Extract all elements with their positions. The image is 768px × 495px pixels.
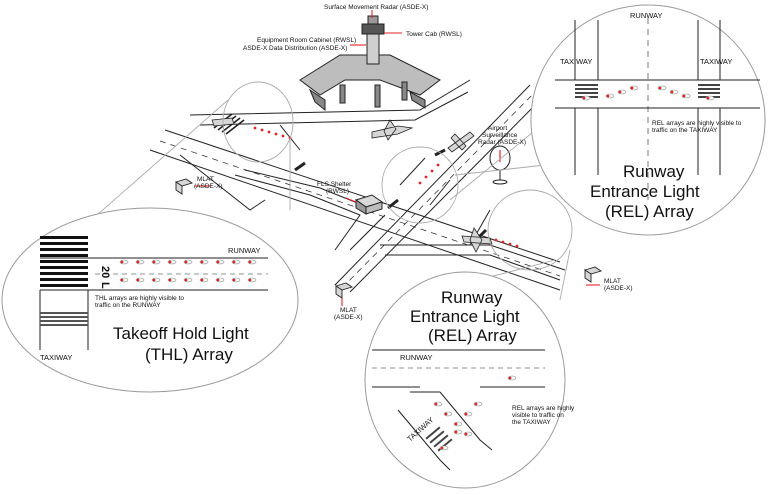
mlat-west-label-line-1: MLAT bbox=[197, 176, 214, 183]
cross-runway-edge-right bbox=[349, 91, 549, 293]
control-tower bbox=[366, 29, 380, 65]
rel-bottom-note-line-3: the TAXIWAY bbox=[512, 419, 551, 426]
thl-taxiway-label: TAXIWAY bbox=[40, 353, 72, 362]
aircraft-taxiing bbox=[371, 119, 414, 141]
magnifier-line-5 bbox=[454, 164, 546, 176]
main-runway-edge-bottom bbox=[149, 149, 561, 291]
taxiway-north bbox=[189, 79, 471, 116]
thl-note-line-1: THL arrays are highly visible to bbox=[95, 295, 184, 302]
thl-light-array bbox=[119, 259, 257, 283]
tower-cab-label: Tower Cab (RWSL) bbox=[406, 31, 462, 38]
taxiway-north-inner bbox=[199, 91, 469, 126]
rel-bottom-title-line-1: Runway bbox=[441, 288, 503, 307]
rel-bottom-title-line-2: Entrance Light bbox=[410, 307, 520, 326]
thl-title-line-1: Takeoff Hold Light bbox=[113, 324, 249, 343]
tower-cab bbox=[361, 23, 385, 35]
focus-circle-thl bbox=[222, 81, 294, 163]
rel-top-taxiway-left: TAXIWAY bbox=[560, 57, 592, 66]
magnifier-line-4 bbox=[559, 249, 571, 301]
asr-label-line-1: Airport bbox=[488, 125, 507, 132]
rel-top-title-line-1: Runway bbox=[623, 162, 685, 181]
hold-bar-1 bbox=[294, 161, 306, 172]
thl-callout: RUNWAY 20 L THL arrays are highly visibl… bbox=[1, 207, 299, 393]
mlat-stations bbox=[174, 178, 603, 306]
asr-label-line-3: Radar (ASDE-X) bbox=[478, 139, 526, 146]
scene-labels: Surface Movement Radar (ASDE-X) Equipmen… bbox=[194, 4, 633, 321]
focus-circle-rel-center bbox=[381, 146, 459, 224]
asde-radar-label: Surface Movement Radar (ASDE-X) bbox=[324, 4, 428, 11]
cross-runway-centerline bbox=[341, 87, 540, 289]
taxiway-link-2 bbox=[399, 157, 426, 186]
tower-pointers bbox=[350, 10, 402, 46]
mlat-station-south bbox=[334, 282, 354, 299]
rel-top-taxiway-right: TAXIWAY bbox=[700, 57, 732, 66]
asr-label-line-2: Surveillance bbox=[482, 132, 518, 139]
mlat-south-label-line-1: MLAT bbox=[340, 307, 357, 314]
taxiway-east-inner bbox=[385, 254, 561, 281]
rel-bottom-light-array bbox=[433, 375, 517, 451]
rel-bottom-hold-bars bbox=[425, 426, 453, 452]
rel-top-note-line-1: REL arrays are highly visible to bbox=[652, 120, 742, 127]
rel-bottom-runway-label: RUNWAY bbox=[400, 353, 433, 362]
equipment-label-line-1: Equipment Room Cabinet (RWSL) bbox=[257, 37, 356, 44]
rwsl-lights-scene bbox=[253, 126, 519, 248]
cross-runway-edge-left bbox=[334, 84, 531, 286]
taxiway-east bbox=[380, 244, 566, 271]
thl-threshold-bars bbox=[40, 236, 88, 287]
rel-top-light-array bbox=[581, 85, 715, 101]
thl-runway-label: RUNWAY bbox=[228, 246, 261, 255]
thl-note-line-2: traffic on the RUNWAY bbox=[95, 302, 161, 309]
airfield bbox=[149, 79, 566, 293]
taxiway-link-4 bbox=[349, 214, 386, 251]
rel-bottom-note-line-2: visible to traffic on bbox=[512, 412, 564, 419]
mlat-station-west bbox=[174, 178, 194, 195]
fls-label-line-1: FLS Shelter bbox=[317, 181, 352, 188]
thl-taxiway-bars bbox=[40, 312, 88, 326]
rel-top-title-line-2: Entrance Light bbox=[590, 182, 700, 201]
taxiway-link-3 bbox=[429, 179, 451, 206]
thl-runway-number: 20 bbox=[99, 266, 111, 278]
rel-top-callout: RUNWAY TAXIWAY TAXIWAY REL arrays are hi… bbox=[530, 4, 766, 236]
thl-title-line-2: (THL) Array bbox=[145, 345, 233, 364]
fls-shelter bbox=[345, 194, 384, 215]
mlat-south-label-line-2: (ASDE-X) bbox=[334, 314, 363, 321]
rel-bottom-note-line-1: REL arrays are highly bbox=[512, 405, 575, 412]
rel-bottom-circle bbox=[364, 271, 566, 489]
taxiway-south bbox=[234, 174, 361, 251]
mlat-west-label-line-2: (ASDE-X) bbox=[194, 183, 223, 190]
rel-top-title-line-3: (REL) Array bbox=[605, 202, 694, 221]
aircraft-on-runway bbox=[461, 227, 493, 253]
rel-top-note-line-2: traffic on the TAXIWAY bbox=[652, 127, 718, 134]
terminal-building bbox=[299, 15, 441, 112]
focus-circle-rel-east bbox=[487, 189, 573, 271]
equipment-label-line-2: ASDE-X Data Distribution (ASDE-X) bbox=[243, 45, 347, 52]
rel-bottom-title-line-3: (REL) Array bbox=[428, 326, 517, 345]
aircraft-on-crossing bbox=[447, 131, 475, 153]
main-runway-edge-top bbox=[164, 129, 561, 263]
thl-runway-side: L bbox=[99, 282, 111, 289]
rel-bottom-callout: Runway Entrance Light (REL) Array RUNWAY… bbox=[364, 271, 575, 489]
rel-top-runway-label: RUNWAY bbox=[630, 11, 663, 20]
hold-bar-2 bbox=[387, 198, 399, 210]
taxiway-west bbox=[179, 154, 266, 211]
mlat-station-east bbox=[583, 266, 603, 283]
mlat-east-label-line-1: MLAT bbox=[604, 278, 621, 285]
magnifier-line-1 bbox=[79, 99, 229, 231]
fls-label-line-2: (RWSL) bbox=[326, 188, 349, 195]
mlat-east-label-line-2: (ASDE-X) bbox=[604, 285, 633, 292]
